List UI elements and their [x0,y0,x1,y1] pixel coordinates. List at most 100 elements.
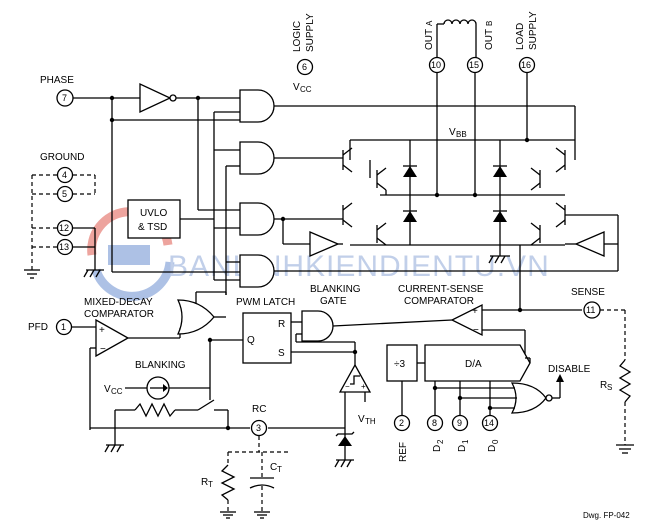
out-a-label: OUT [424,29,435,50]
out-b-label: OUT [484,29,495,50]
sense-resistor [618,359,632,403]
d0-pin [481,414,499,432]
out-b-pin-number: 15 [469,60,479,70]
d2-label: D [432,445,443,452]
flyback-diode-b-low [493,195,507,245]
current-sense-label: CURRENT-SENSE [398,284,484,295]
latch-r-label: R [278,319,285,330]
bridge-driver-right [574,231,605,257]
da-converter [424,344,531,382]
ground-symbol [24,269,40,279]
current-sense-plus: + [472,306,478,317]
load-supply-label-2: SUPPLY [528,11,539,50]
ground-pin-13-number: 13 [59,242,69,252]
rt-resistor [220,464,236,501]
d1-pin [451,414,469,432]
pwm-latch [242,312,292,364]
blanking-gate [301,310,334,342]
ct-label: C [270,462,277,473]
ct-label-sub: T [277,465,282,474]
flyback-diode-b-high [493,140,507,195]
watermark-text: BANLINHKIENDIENTU.VN [168,250,550,283]
flyback-diode-a-high [403,140,417,195]
phase-buffer [139,82,172,114]
d1-label-sub: 1 [461,439,470,444]
logic-supply-label-2: SUPPLY [305,13,316,52]
vth-zener [335,428,355,460]
out-a-label-sub: A [425,20,434,26]
vbb-label-sub: BB [456,130,467,139]
load-supply-label: LOAD [515,23,526,50]
ground-pin-5 [56,185,74,203]
blanking-label: BLANKING [135,360,186,371]
h-bridge-transistor-high-right [530,147,566,191]
pwm-latch-label: PWM LATCH [236,297,295,308]
rc-pin-number: 3 [256,423,261,433]
vcc-source-label-sub: CC [111,387,123,396]
logic-supply-pin [296,58,314,76]
h-bridge-transistor-low-left [342,202,387,246]
mixed-decay-plus: + [99,325,105,336]
d0-label: D [487,445,498,452]
ref-label: REF [398,442,409,462]
da-label: D/A [465,359,482,370]
rt-label-sub: T [208,480,213,489]
flyback-diode-a-low [403,195,417,245]
logic-supply-label: LOGIC [292,21,303,52]
blanking-gate-label: BLANKING [310,284,361,295]
ground-pin-4-number: 4 [62,170,67,180]
sense-pin-number: 11 [586,305,595,315]
hysteresis-icon [350,375,360,385]
pfd-label: PFD [28,322,48,333]
d0-label-sub: 0 [491,439,500,444]
ref-pin [393,414,411,432]
rt-label: R [201,477,208,488]
ground-pin-13 [56,238,74,256]
rs-label-sub: S [607,383,612,392]
sense-label: SENSE [571,287,605,298]
logic-supply-vcc-sub: CC [300,85,312,94]
current-sense-comparator [450,303,483,337]
divide-label: ÷3 [394,359,405,370]
uvlo-tsd-block [127,199,181,239]
d2-pin-number: 8 [432,418,437,428]
and-gate-4 [239,254,275,288]
latch-s-label: S [278,348,285,359]
mixed-decay-comparator [95,318,130,358]
uvlo-label: UVLO [140,208,167,219]
phase-pin-number: 7 [62,93,67,103]
or-gate [176,299,215,335]
rc-label: RC [252,404,266,415]
and-gate-3 [239,202,275,236]
h-bridge-transistor-high-left [342,140,387,195]
blanking-resistor [134,402,176,418]
d2-label-sub: 2 [436,439,445,444]
latch-q-label: Q [247,335,255,346]
ground-label: GROUND [40,152,84,163]
disable-label: DISABLE [548,364,591,375]
current-sense-minus: − [473,325,479,336]
drawing-id: Dwg. FP-042 [583,511,630,520]
ground-symbol [83,269,104,278]
phase-label: PHASE [40,75,74,86]
vth-label-sub: TH [365,417,376,426]
ct-ground-symbol [254,511,270,519]
load-supply-pin [518,56,536,74]
vth-comparator-plus: + [361,382,366,391]
sense-ground-symbol [616,444,634,454]
mixed-decay-label: MIXED-DECAY [84,297,153,308]
vbb-label: V [449,127,456,138]
d1-label: D [457,445,468,452]
h-bridge-transistor-low-right [530,202,566,246]
out-b-pin [466,56,484,74]
rt-ground-symbol [220,511,236,519]
out-a-pin [428,56,446,74]
vth-ground-symbol [334,459,354,468]
logic-supply-vcc: V [293,82,300,93]
and-gate-2 [239,141,275,175]
vth-comparator [338,363,372,393]
ground-pin-4 [56,166,74,184]
current-sense-label-2: COMPARATOR [404,296,474,307]
vcc-source-label: V [104,384,111,395]
